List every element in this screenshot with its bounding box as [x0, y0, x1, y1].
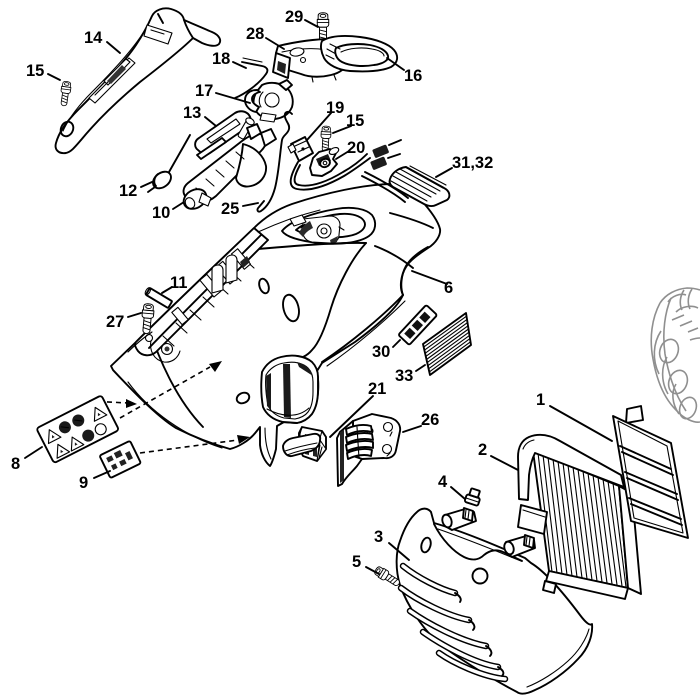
- svg-text:16: 16: [404, 67, 422, 85]
- svg-text:18: 18: [212, 50, 230, 68]
- svg-text:8: 8: [11, 455, 20, 473]
- svg-text:9: 9: [79, 474, 88, 492]
- svg-text:33: 33: [395, 367, 413, 385]
- svg-text:1: 1: [536, 391, 545, 409]
- svg-text:2: 2: [478, 441, 487, 459]
- svg-text:21: 21: [368, 380, 386, 398]
- svg-text:19: 19: [326, 99, 344, 117]
- svg-text:15: 15: [346, 112, 364, 130]
- svg-text:4: 4: [438, 473, 448, 491]
- svg-text:10: 10: [152, 204, 170, 222]
- svg-text:5: 5: [352, 553, 361, 571]
- svg-text:3: 3: [374, 528, 383, 546]
- svg-text:20: 20: [347, 139, 365, 157]
- svg-text:11: 11: [170, 274, 187, 292]
- svg-text:14: 14: [84, 29, 103, 47]
- svg-text:31,32: 31,32: [452, 154, 493, 172]
- svg-text:30: 30: [372, 343, 390, 361]
- svg-text:12: 12: [119, 182, 137, 200]
- svg-text:15: 15: [26, 62, 44, 80]
- svg-text:17: 17: [195, 82, 213, 100]
- svg-text:28: 28: [246, 25, 264, 43]
- svg-text:13: 13: [183, 104, 201, 122]
- svg-text:25: 25: [221, 200, 239, 218]
- svg-text:26: 26: [421, 411, 439, 429]
- svg-text:27: 27: [106, 313, 124, 331]
- svg-text:6: 6: [444, 279, 453, 297]
- svg-text:29: 29: [285, 8, 303, 26]
